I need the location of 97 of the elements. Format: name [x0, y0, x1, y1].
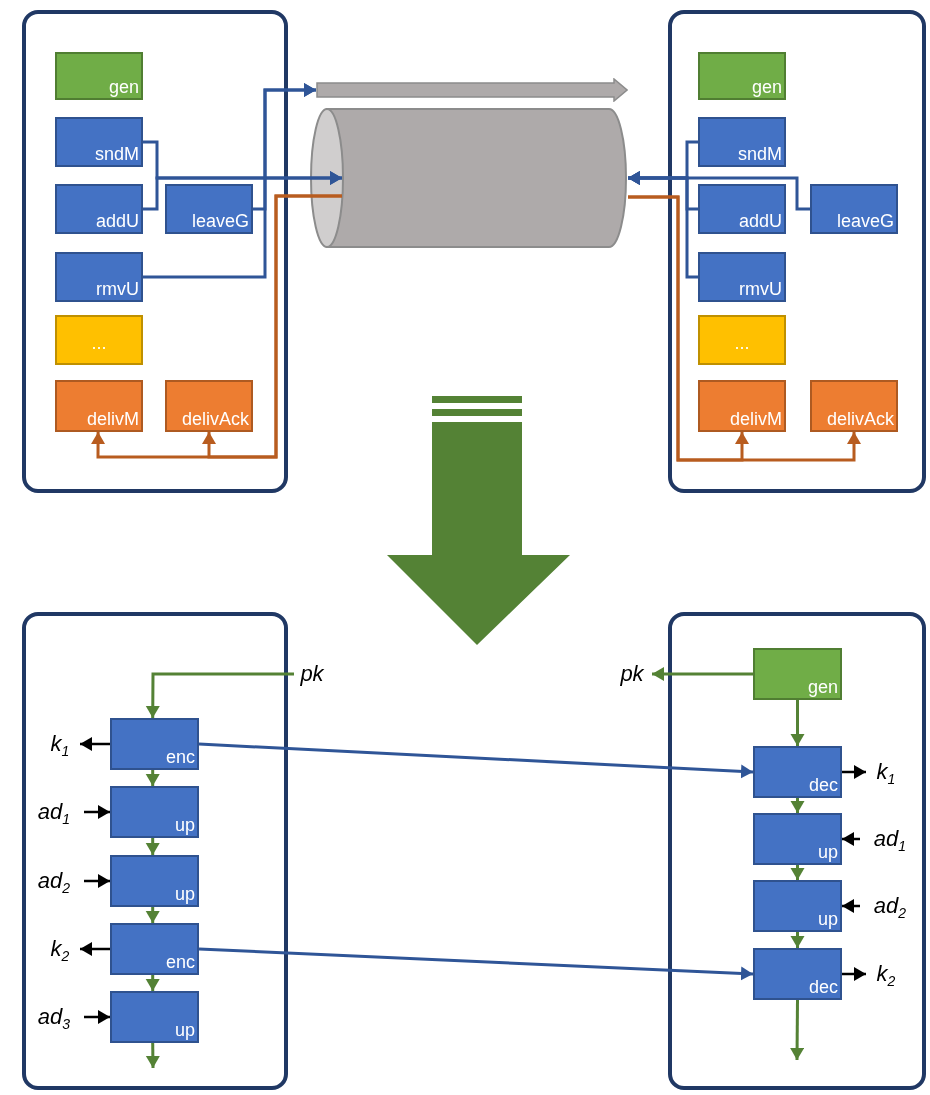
box-label: enc — [165, 747, 195, 767]
arrow — [80, 737, 110, 751]
variable-label: ad$_{1}$ — [24, 797, 84, 827]
arrow — [198, 947, 754, 981]
variable-label: pk — [612, 659, 652, 689]
process-box — [810, 184, 898, 234]
arrow — [84, 805, 110, 819]
process-box — [110, 991, 199, 1043]
process-box — [698, 252, 786, 302]
box-label: up — [817, 909, 838, 929]
variable-label: k$_{2}$ — [40, 934, 80, 964]
process-box — [110, 923, 199, 975]
box-label: delivAck — [181, 409, 249, 429]
arrow — [145, 770, 160, 786]
arrow — [84, 874, 110, 888]
arrow — [145, 672, 294, 718]
box-label: delivM — [730, 409, 782, 429]
variable-label: k$_{1}$ — [40, 729, 80, 759]
variable-label: ad$_{3}$ — [24, 1002, 84, 1032]
arrow — [143, 83, 316, 279]
variable-label: pk — [294, 659, 330, 689]
box-label: leaveG — [191, 211, 249, 231]
box-label: addU — [95, 211, 139, 231]
box-label: leaveG — [836, 211, 894, 231]
process-box — [698, 380, 786, 432]
arrow — [628, 195, 861, 462]
process-box — [165, 184, 253, 234]
arrow — [842, 832, 860, 846]
arrow — [790, 798, 805, 813]
variable-label: k$_{2}$ — [866, 959, 906, 989]
arrow — [790, 1000, 805, 1060]
box-label: addU — [738, 211, 782, 231]
arrow — [145, 838, 160, 855]
arrow — [145, 1043, 160, 1068]
thick-arrow-shape — [316, 78, 628, 102]
process-box — [698, 117, 786, 167]
process-box — [753, 948, 842, 1000]
process-box — [55, 315, 143, 365]
box-label: gen — [751, 77, 782, 97]
arrow — [842, 765, 866, 779]
box-label: gen — [807, 677, 838, 697]
box-label: up — [174, 1020, 195, 1040]
arrow — [790, 700, 805, 746]
arrow — [145, 907, 160, 923]
variable-label: k$_{1}$ — [866, 757, 906, 787]
process-box — [753, 813, 842, 865]
arrow — [202, 194, 342, 459]
box-label: rmvU — [96, 279, 139, 299]
process-box — [55, 380, 143, 432]
container-panel — [668, 10, 926, 493]
box-label: delivAck — [826, 409, 894, 429]
process-box — [55, 117, 143, 167]
box-label: dec — [808, 775, 838, 795]
process-box — [753, 648, 842, 700]
arrow — [842, 967, 866, 981]
variable-label: ad$_{2}$ — [860, 891, 920, 921]
box-label: ... — [733, 333, 751, 353]
arrow — [790, 932, 805, 948]
process-box — [753, 880, 842, 932]
cylinder-shape — [310, 108, 628, 248]
process-box — [55, 252, 143, 302]
process-box — [110, 855, 199, 907]
process-box — [698, 315, 786, 365]
box-label: dec — [808, 977, 838, 997]
arrow — [198, 742, 754, 779]
arrow — [628, 171, 810, 211]
box-label: sndM — [738, 144, 782, 164]
arrow — [145, 975, 160, 991]
box-label: sndM — [95, 144, 139, 164]
process-box — [55, 52, 143, 100]
container-panel — [22, 612, 288, 1090]
arrow — [842, 899, 860, 913]
process-box — [55, 184, 143, 234]
arrow — [790, 865, 805, 880]
process-box — [110, 718, 199, 770]
process-box — [110, 786, 199, 838]
arrow — [80, 942, 110, 956]
container-panel — [22, 10, 288, 493]
arrow — [84, 1010, 110, 1024]
box-label: up — [174, 884, 195, 904]
box-label: gen — [108, 77, 139, 97]
box-label: ... — [90, 333, 108, 353]
box-label: delivM — [87, 409, 139, 429]
process-box — [698, 184, 786, 234]
process-box — [753, 746, 842, 798]
variable-label: ad$_{2}$ — [24, 866, 84, 896]
box-label: rmvU — [739, 279, 782, 299]
process-box — [810, 380, 898, 432]
container-panel — [668, 612, 926, 1090]
process-box — [165, 380, 253, 432]
process-box — [698, 52, 786, 100]
arrow — [143, 171, 342, 211]
box-label: enc — [165, 952, 195, 972]
arrow — [652, 667, 753, 681]
variable-label: ad$_{1}$ — [860, 824, 920, 854]
box-label: up — [174, 815, 195, 835]
box-label: up — [817, 842, 838, 862]
